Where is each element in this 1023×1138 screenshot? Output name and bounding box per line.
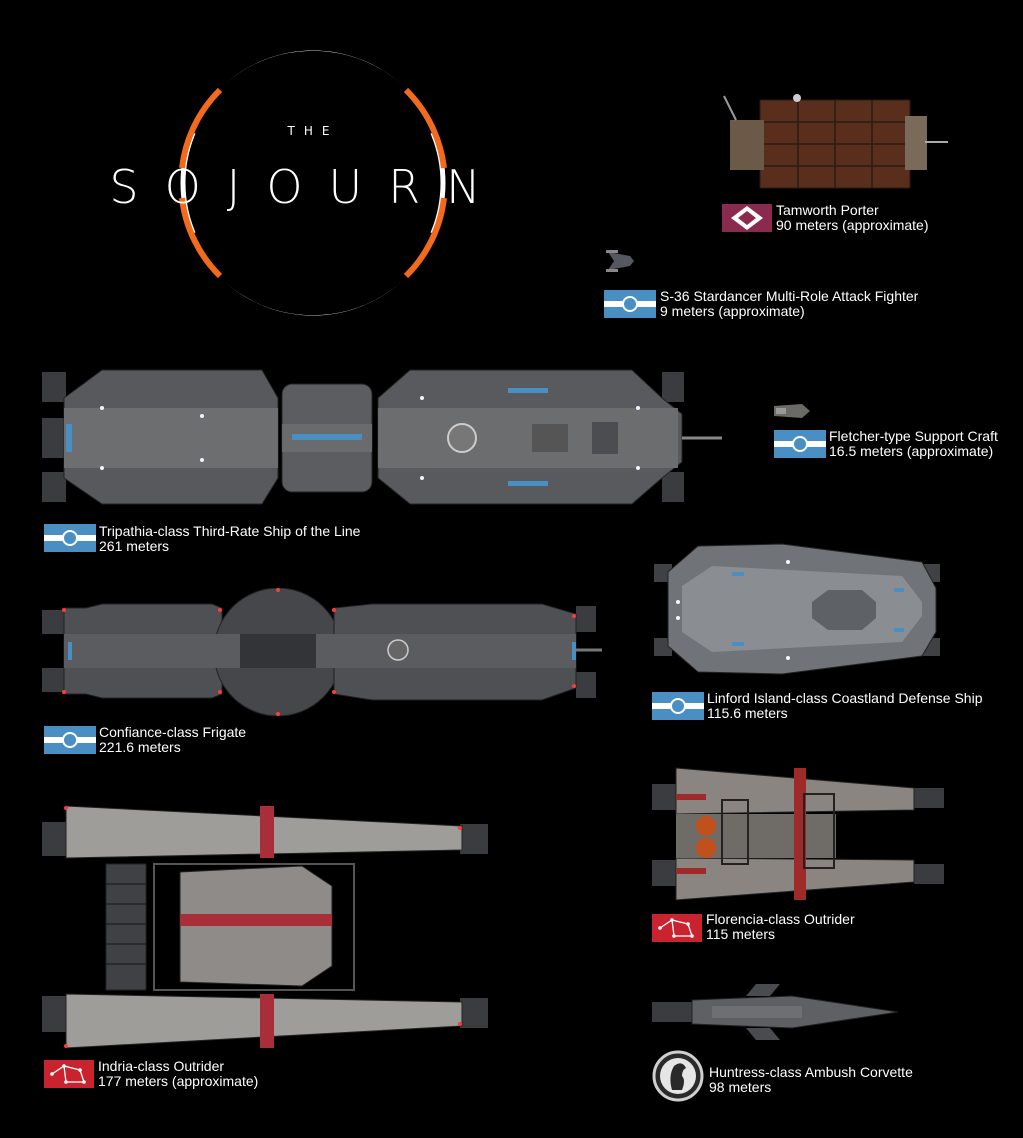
logo-ring: THE — [179, 50, 447, 316]
ship-name: Fletcher-type Support Craft — [829, 428, 998, 444]
maroon-diamond-flag — [722, 204, 772, 232]
logo-prefix: THE — [287, 124, 339, 138]
blue-stripe-flag — [652, 692, 704, 720]
ship-size: 115.6 meters — [707, 705, 788, 721]
ship-size: 9 meters (approximate) — [660, 303, 805, 319]
caption-confiance: Confiance-class Frigate 221.6 meters — [99, 725, 246, 755]
ship-size: 177 meters (approximate) — [98, 1073, 259, 1089]
ship-size: 16.5 meters (approximate) — [829, 443, 994, 459]
ship-size: 115 meters — [706, 926, 775, 942]
ship-s36-stardancer — [606, 250, 634, 272]
ship-name: S-36 Stardancer Multi-Role Attack Fighte… — [660, 288, 919, 304]
ship-huntress — [652, 984, 899, 1040]
caption-tripathia: Tripathia-class Third-Rate Ship of the L… — [99, 524, 360, 554]
ship-confiance — [42, 588, 602, 717]
ship-name: Linford Island-class Coastland Defense S… — [707, 690, 983, 706]
ship-name: Huntress-class Ambush Corvette — [709, 1064, 913, 1080]
blue-stripe-flag — [44, 524, 96, 552]
ship-size: 98 meters — [709, 1079, 772, 1095]
ship-size: 221.6 meters — [99, 739, 181, 755]
logo: THE SOJOURN — [0, 0, 620, 340]
ship-fletcher — [774, 404, 810, 418]
ship-tamworth-porter — [723, 94, 948, 189]
ship-name: Tripathia-class Third-Rate Ship of the L… — [99, 523, 361, 539]
huntress-emblem — [652, 1050, 704, 1102]
caption-huntress: Huntress-class Ambush Corvette 98 meters — [709, 1065, 913, 1095]
caption-tamworth-porter: Tamworth Porter 90 meters (approximate) — [776, 203, 929, 233]
blue-stripe-flag — [44, 726, 96, 754]
ship-florencia — [652, 767, 944, 901]
caption-linford-island: Linford Island-class Coastland Defense S… — [707, 691, 983, 721]
ship-indria — [42, 805, 488, 1049]
ship-size: 90 meters (approximate) — [776, 217, 929, 233]
caption-indria: Indria-class Outrider 177 meters (approx… — [98, 1059, 258, 1089]
caption-s36-stardancer: S-36 Stardancer Multi-Role Attack Fighte… — [660, 289, 918, 319]
ship-size: 261 meters — [99, 538, 170, 554]
red-constellation-flag — [652, 914, 702, 942]
caption-florencia: Florencia-class Outrider 115 meters — [706, 912, 855, 942]
ship-tripathia — [42, 369, 722, 505]
ship-linford-island — [654, 543, 940, 675]
red-constellation-flag — [44, 1060, 94, 1088]
logo-title: SOJOURN — [109, 160, 507, 214]
caption-fletcher: Fletcher-type Support Craft 16.5 meters … — [829, 429, 998, 459]
blue-stripe-flag — [604, 290, 656, 318]
ship-name: Confiance-class Frigate — [99, 724, 247, 740]
blue-stripe-flag — [774, 430, 826, 458]
ship-name: Florencia-class Outrider — [706, 911, 855, 927]
ship-name: Tamworth Porter — [776, 202, 879, 218]
ship-name: Indria-class Outrider — [98, 1058, 225, 1074]
